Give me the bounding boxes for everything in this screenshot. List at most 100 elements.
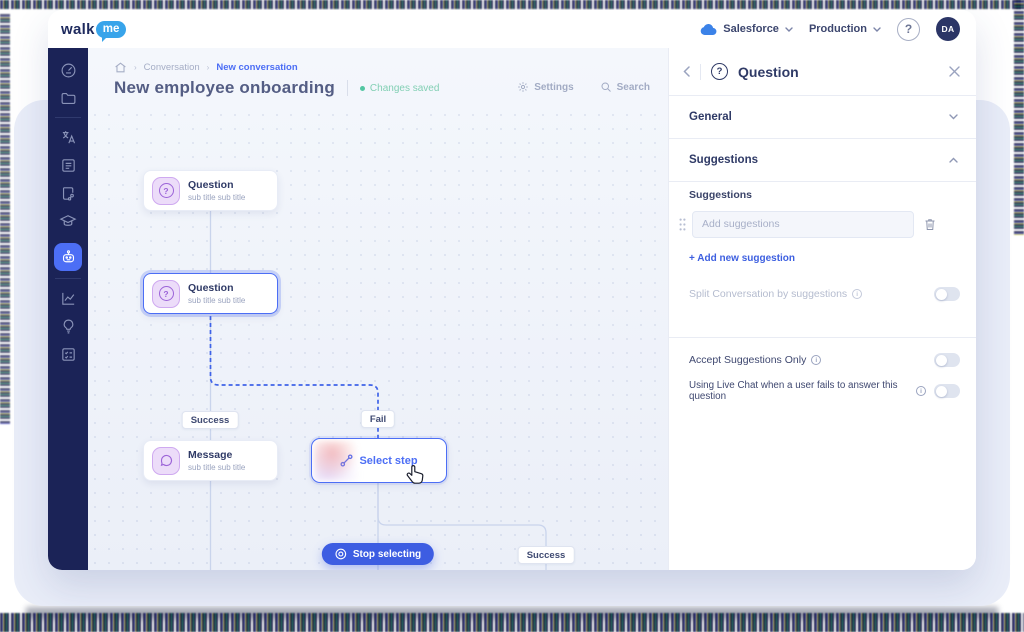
graduation-cap-icon[interactable]	[54, 207, 82, 235]
help-button[interactable]: ?	[897, 17, 920, 41]
app-window: walk me Salesforce Production ? DA	[48, 10, 976, 570]
panel-title: Question	[738, 63, 799, 80]
record-circle-icon	[335, 548, 347, 560]
walkme-logo: walk me	[61, 20, 127, 42]
split-conversation-label: Split Conversation by suggestions	[689, 288, 848, 300]
close-icon	[949, 66, 960, 77]
environment-label: Production	[808, 23, 867, 35]
accordion-suggestions[interactable]: Suggestions	[669, 139, 976, 182]
branch-label-success-bottom: Success	[517, 546, 575, 564]
live-chat-toggle[interactable]	[934, 384, 960, 398]
link-steps-icon	[340, 454, 353, 467]
split-conversation-toggle[interactable]	[934, 287, 960, 301]
select-step-label: Select step	[359, 454, 418, 467]
add-new-suggestion-link[interactable]: + Add new suggestion	[689, 253, 796, 264]
settings-button[interactable]: Settings	[517, 81, 574, 93]
question-circle-icon: ?	[711, 63, 728, 80]
node-question-1[interactable]: ? Question sub title sub title	[143, 170, 278, 211]
back-button[interactable]	[683, 66, 690, 77]
chart-icon[interactable]	[54, 284, 82, 312]
survey-icon[interactable]	[54, 340, 82, 368]
saved-dot-icon	[359, 85, 365, 91]
user-avatar[interactable]: DA	[936, 17, 960, 41]
chevron-down-icon	[785, 26, 793, 32]
trash-icon[interactable]	[924, 218, 936, 231]
question-mark-glyph: ?	[716, 66, 723, 77]
page-title: New employee onboarding	[114, 78, 335, 97]
breadcrumb: › Conversation › New conversation	[114, 61, 298, 74]
cloud-icon	[701, 23, 717, 35]
branch-label-fail: Fail	[360, 410, 396, 428]
add-suggestions-input[interactable]	[692, 210, 914, 238]
topbar: walk me Salesforce Production ? DA	[48, 10, 976, 48]
logo-bubble-me: me	[95, 20, 127, 42]
chevron-left-icon	[683, 66, 690, 77]
bot-icon[interactable]	[54, 243, 82, 271]
flow-connectors	[209, 211, 547, 570]
node-title: Question	[188, 179, 234, 191]
question-mark-glyph: ?	[158, 286, 174, 301]
info-icon[interactable]: i	[916, 386, 926, 396]
list-icon[interactable]	[54, 151, 82, 179]
split-conversation-row: Split Conversation by suggestions i	[689, 287, 960, 301]
node-message[interactable]: Message sub title sub title	[143, 440, 278, 481]
flow-doc-icon[interactable]	[54, 179, 82, 207]
breadcrumb-item-conversation[interactable]: Conversation	[143, 62, 200, 73]
translate-icon[interactable]	[54, 123, 82, 151]
stop-selecting-label: Stop selecting	[352, 548, 422, 560]
accept-suggestions-label: Accept Suggestions Only	[689, 354, 807, 366]
properties-panel: ? Question General Suggestions Suggestio…	[668, 48, 976, 570]
node-title: Question	[188, 282, 234, 294]
node-select-step[interactable]: Select step	[311, 438, 447, 483]
left-nav-sidebar	[48, 48, 88, 570]
node-question-2-selected[interactable]: ? Question sub title sub title	[143, 273, 278, 314]
node-subtitle: sub title sub title	[188, 296, 246, 305]
settings-label: Settings	[534, 81, 574, 93]
message-node-icon	[152, 446, 180, 475]
noise-border-top	[0, 0, 1024, 9]
workspace-selector[interactable]: Salesforce	[700, 23, 793, 36]
home-icon[interactable]	[114, 61, 127, 74]
live-chat-row: Using Live Chat when a user fails to ans…	[689, 380, 960, 402]
toggle-knob	[935, 354, 947, 366]
save-status: Changes saved	[359, 82, 440, 94]
flow-canvas[interactable]: › Conversation › New conversation New em…	[88, 48, 668, 570]
folder-icon[interactable]	[54, 84, 82, 112]
breadcrumb-item-new-conversation[interactable]: New conversation	[216, 62, 298, 73]
sidebar-divider	[55, 278, 81, 279]
noise-border-bottom	[0, 613, 1024, 632]
accordion-suggestions-label: Suggestions	[689, 154, 759, 166]
search-button[interactable]: Search	[600, 81, 650, 93]
workspace-label: Salesforce	[723, 23, 779, 35]
environment-selector[interactable]: Production	[809, 23, 881, 35]
title-divider	[346, 80, 348, 96]
stop-selecting-button[interactable]: Stop selecting	[321, 543, 435, 565]
chevron-down-icon	[873, 26, 881, 32]
chevron-down-icon	[949, 114, 958, 120]
close-panel-button[interactable]	[949, 66, 960, 77]
drag-handle-icon[interactable]	[679, 218, 686, 231]
chevron-up-icon	[949, 157, 958, 163]
node-title: Message	[188, 449, 233, 461]
noise-border-right	[1014, 0, 1024, 235]
search-icon	[601, 82, 611, 92]
toggle-knob	[935, 385, 947, 397]
noise-border-band	[26, 607, 998, 619]
info-icon[interactable]: i	[852, 289, 863, 299]
gauge-icon[interactable]	[54, 56, 82, 84]
info-icon[interactable]: i	[811, 355, 822, 365]
breadcrumb-separator: ›	[134, 63, 137, 72]
accordion-general-label: General	[689, 111, 732, 123]
accordion-general[interactable]: General	[669, 96, 976, 139]
accept-suggestions-toggle[interactable]	[934, 353, 960, 367]
save-status-label: Changes saved	[369, 82, 440, 94]
node-subtitle: sub title sub title	[188, 193, 246, 202]
lightbulb-icon[interactable]	[54, 312, 82, 340]
live-chat-label: Using Live Chat when a user fails to ans…	[689, 380, 898, 402]
question-mark-glyph: ?	[158, 183, 174, 198]
accept-suggestions-row: Accept Suggestions Only i	[689, 353, 960, 367]
question-node-icon: ?	[152, 176, 180, 205]
branch-label-success: Success	[181, 411, 239, 429]
breadcrumb-separator: ›	[206, 63, 210, 72]
noise-border-left	[0, 14, 10, 424]
